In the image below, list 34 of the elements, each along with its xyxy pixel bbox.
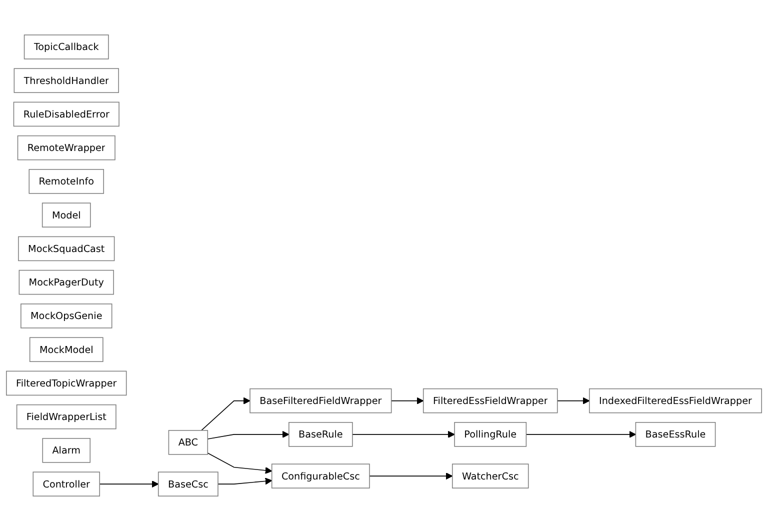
node-box: PollingRule [454, 422, 527, 447]
node-box: Model [42, 202, 91, 228]
arrow [218, 478, 272, 485]
arrow [99, 480, 159, 488]
node-box: IndexedFilteredEssFieldWrapper [589, 388, 762, 414]
node-box: FilteredTopicWrapper [6, 370, 127, 396]
arrow [526, 430, 636, 438]
node-box: TopicCallback [24, 34, 109, 60]
node-box: MockOpsGenie [20, 304, 112, 328]
arrow [369, 472, 453, 480]
node-box: MockPagerDuty [18, 270, 114, 295]
node-box: FieldWrapperList [16, 404, 116, 430]
node-box: MockModel [29, 337, 104, 362]
node-box: ABC [168, 430, 208, 455]
node-box: MockSquadCast [18, 236, 115, 262]
node-box: FilteredEssFieldWrapper [422, 388, 558, 414]
arrow [200, 397, 250, 431]
node-box: BaseCsc [158, 472, 218, 496]
node-box: BaseRule [288, 422, 353, 447]
node-box: WatcherCsc [452, 464, 529, 488]
arrow [390, 397, 424, 404]
node-box: BaseFilteredFieldWrapper [250, 388, 392, 414]
node-box: ConfigurableCsc [271, 464, 370, 488]
node-box: RuleDisabledError [13, 102, 120, 127]
arrow [352, 430, 455, 438]
arrow [207, 452, 272, 474]
arrow [556, 397, 590, 404]
node-box: BaseEssRule [635, 422, 716, 447]
node-box: Alarm [42, 438, 91, 463]
node-box: Controller [32, 472, 100, 496]
node-box: ThresholdHandler [14, 68, 119, 93]
node-box: RemoteInfo [28, 169, 104, 194]
arrow [207, 430, 290, 440]
node-box: RemoteWrapper [17, 135, 116, 160]
